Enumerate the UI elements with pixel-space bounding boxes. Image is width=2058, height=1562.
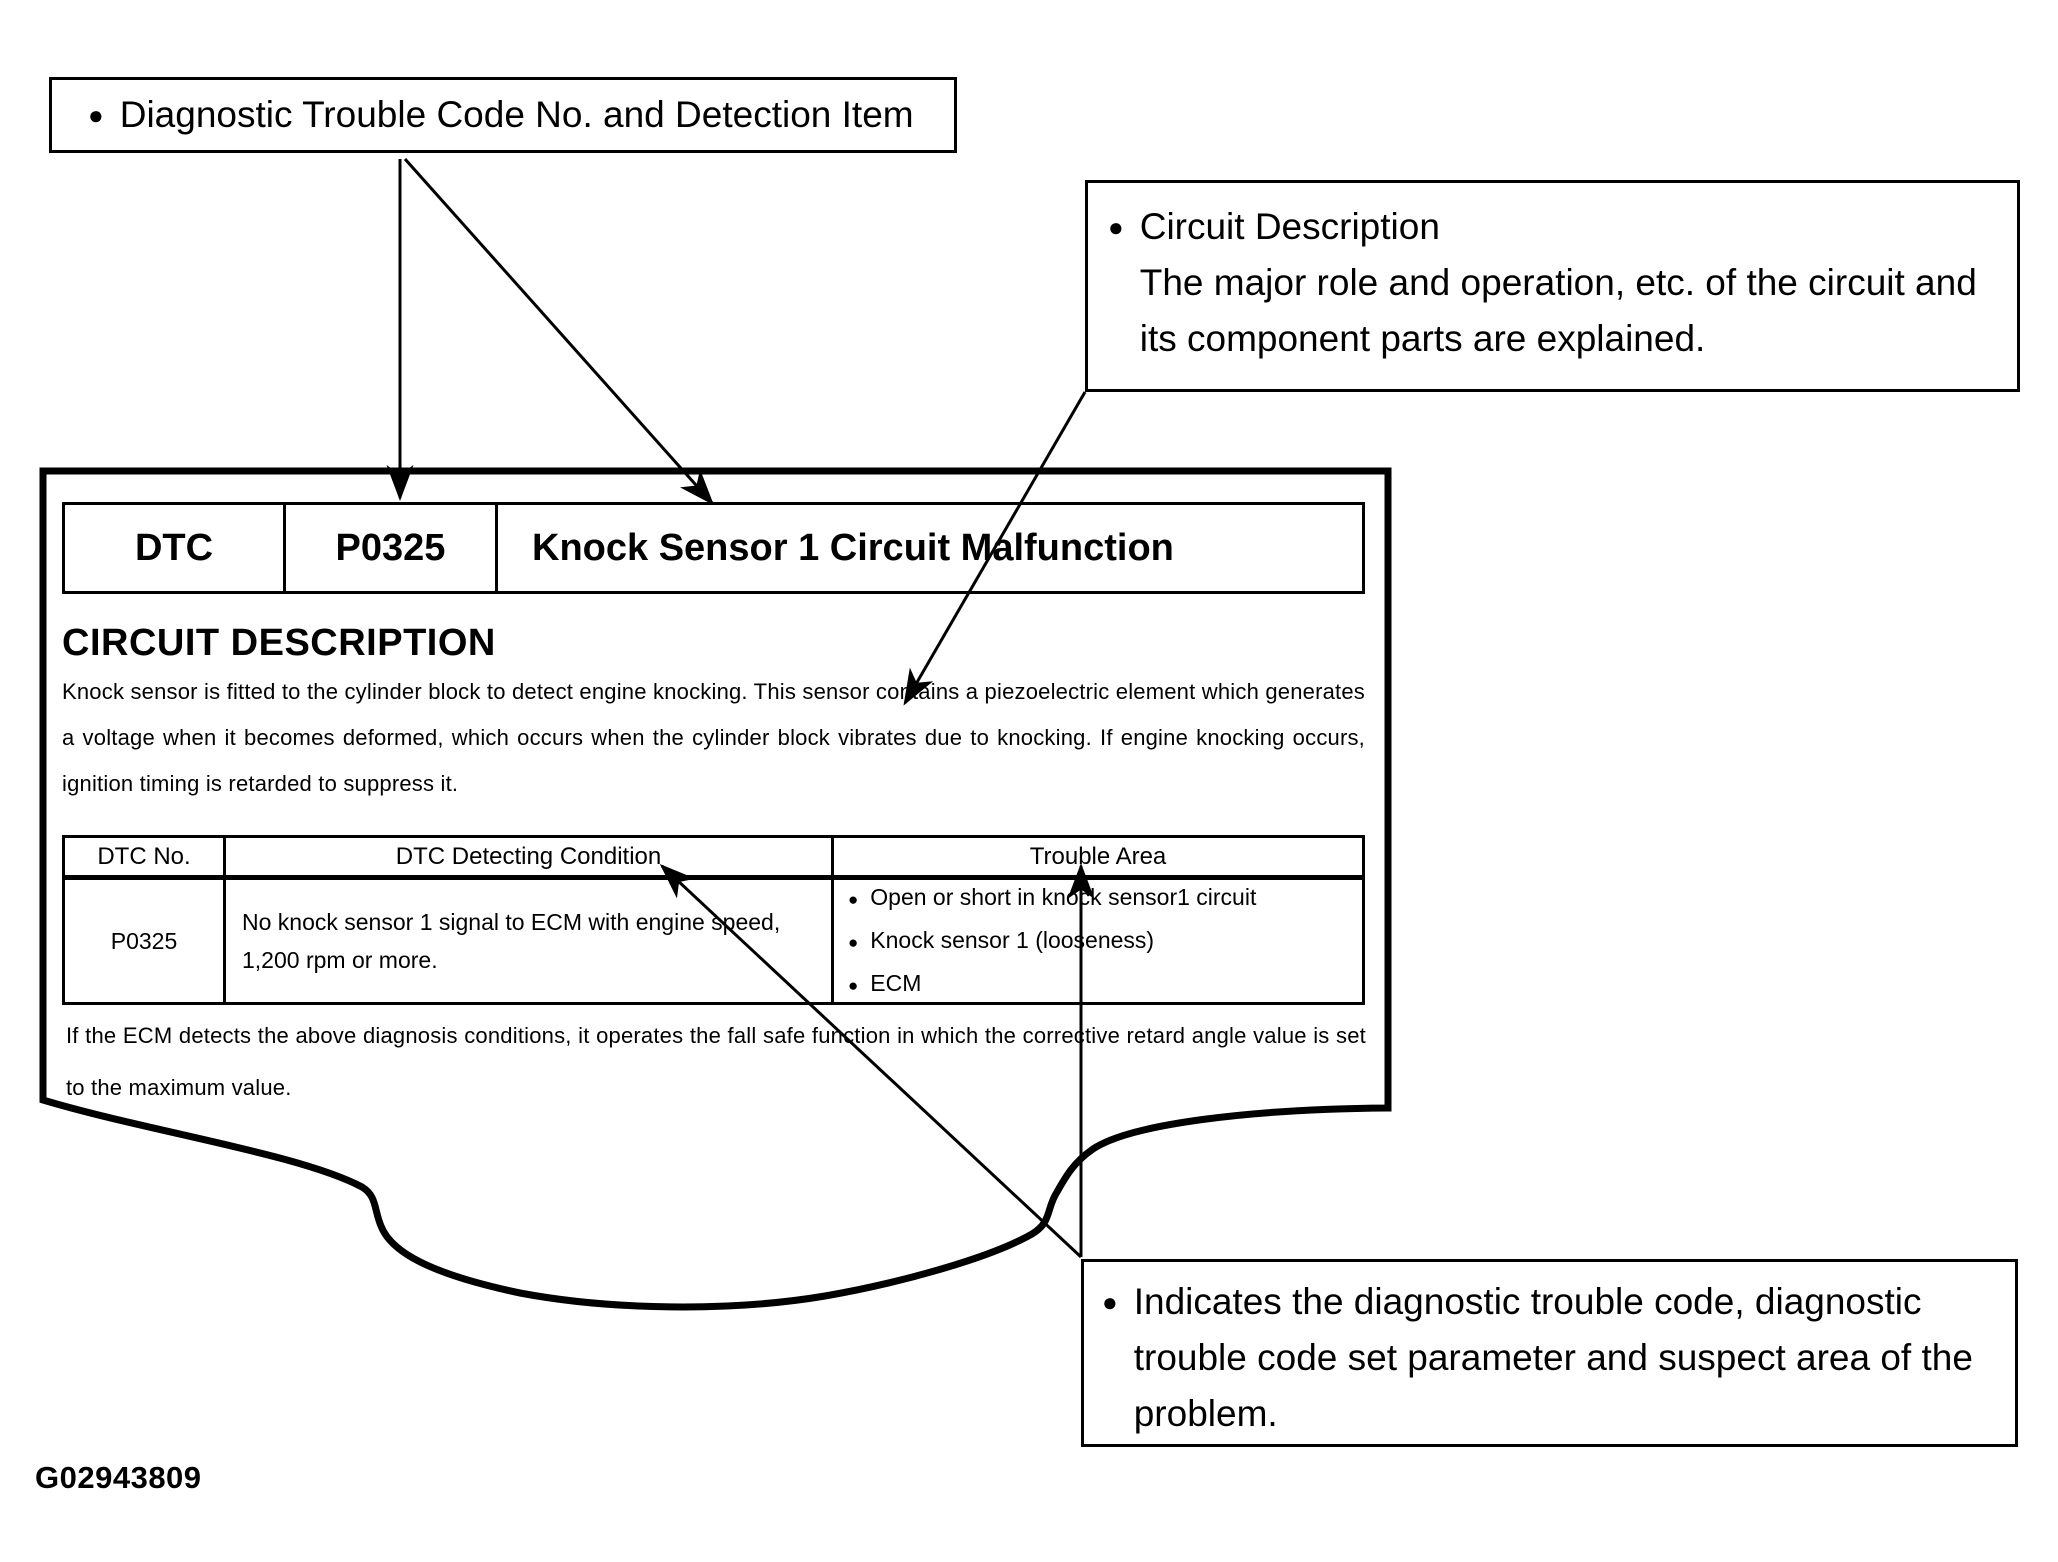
column-header-trouble-area: Trouble Area bbox=[831, 838, 1362, 880]
detecting-condition-text: No knock sensor 1 signal to ECM with eng… bbox=[242, 909, 781, 973]
trouble-area-text: ECM bbox=[870, 969, 922, 996]
dtc-label-cell: DTC bbox=[134, 526, 214, 569]
cell-detecting-condition: No knock sensor 1 signal to ECM with eng… bbox=[223, 880, 831, 1002]
bullet-icon: ● bbox=[848, 975, 859, 995]
trouble-area-item: ● ECM bbox=[848, 963, 921, 1006]
bullet-icon: ● bbox=[88, 100, 104, 130]
bullet-icon: ● bbox=[1102, 1287, 1118, 1317]
circuit-description-paragraph: Knock sensor is fitted to the cylinder b… bbox=[62, 679, 1365, 796]
callout-dtc-detection-item: ● Diagnostic Trouble Code No. and Detect… bbox=[49, 77, 957, 153]
callout-indicates-dtc-info-text: Indicates the diagnostic trouble code, d… bbox=[1133, 1281, 1973, 1434]
document-box-torn-outline bbox=[39, 467, 1392, 1311]
bullet-icon: ● bbox=[1108, 212, 1124, 242]
dtc-condition-table: DTC No. DTC Detecting Condition Trouble … bbox=[62, 835, 1365, 1005]
trouble-area-text: Knock sensor 1 (looseness) bbox=[870, 926, 1155, 953]
callout-dtc-detection-item-text: Diagnostic Trouble Code No. and Detectio… bbox=[119, 94, 914, 135]
trouble-area-text: Open or short in knock sensor1 circuit bbox=[870, 883, 1257, 910]
trouble-area-item: ● Knock sensor 1 (looseness) bbox=[848, 920, 1154, 963]
fail-safe-note: If the ECM detects the above diagnosis c… bbox=[66, 1023, 1366, 1100]
dtc-code-cell: P0325 bbox=[283, 505, 495, 591]
trouble-area-item: ● Open or short in knock sensor1 circuit bbox=[848, 877, 1256, 920]
callout-circuit-description: ● Circuit Description The major role and… bbox=[1085, 180, 2020, 392]
callout-circuit-description-title: Circuit Description bbox=[1139, 206, 1440, 247]
bullet-icon: ● bbox=[848, 932, 859, 952]
cell-dtc-no: P0325 bbox=[110, 927, 178, 954]
column-header-dtc-no: DTC No. bbox=[65, 838, 223, 880]
column-header-detecting-condition: DTC Detecting Condition bbox=[223, 838, 831, 880]
dtc-title-cell: Knock Sensor 1 Circuit Malfunction bbox=[495, 505, 1362, 591]
arrow-to-detection-item bbox=[403, 158, 714, 506]
dtc-header-table: DTC P0325 Knock Sensor 1 Circuit Malfunc… bbox=[62, 502, 1365, 594]
arrow-to-circuit-description bbox=[903, 391, 1087, 706]
callout-circuit-description-body: The major role and operation, etc. of th… bbox=[1139, 262, 1977, 359]
bullet-icon: ● bbox=[848, 889, 859, 909]
callout-indicates-dtc-info: ● Indicates the diagnostic trouble code,… bbox=[1081, 1259, 2018, 1447]
cell-trouble-area: ● Open or short in knock sensor1 circuit… bbox=[831, 880, 1362, 1002]
arrow-to-detecting-condition bbox=[659, 863, 1083, 1259]
figure-id: G02943809 bbox=[35, 1460, 202, 1495]
circuit-description-heading: CIRCUIT DESCRIPTION bbox=[62, 622, 496, 664]
